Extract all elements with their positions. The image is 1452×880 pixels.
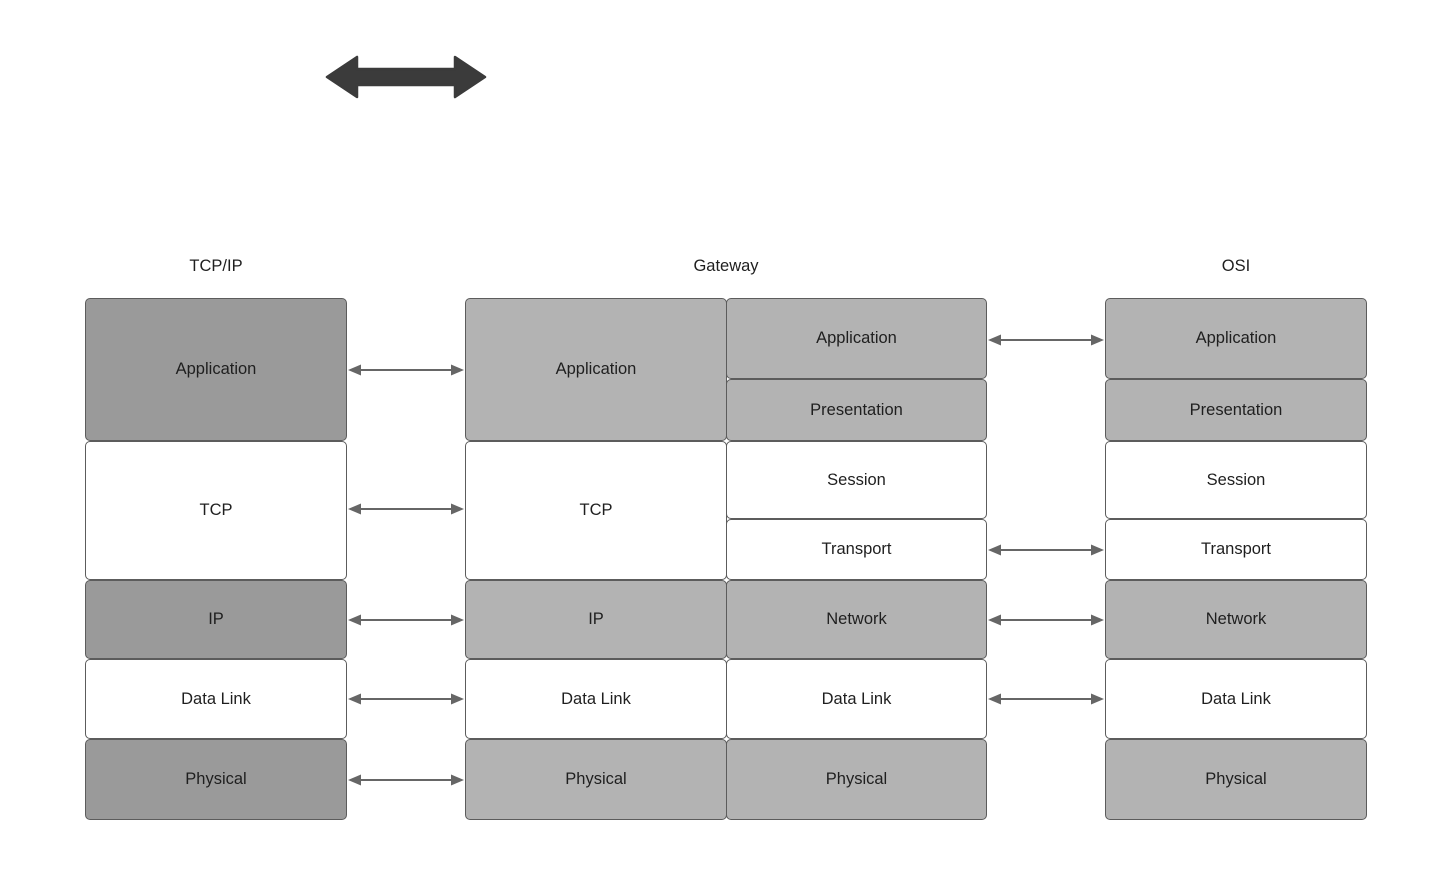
osi-layer-application[interactable]: Application [1105,298,1367,379]
gateway-right-layer-presentation[interactable]: Presentation [726,379,987,441]
osi-layer-physical[interactable]: Physical [1105,739,1367,820]
connector-gateway-osi-transport [987,541,1105,559]
column-header-osi: OSI [1221,257,1251,275]
gateway-left-layer-ip[interactable]: IP [465,580,727,659]
gateway-right-layer-physical[interactable]: Physical [726,739,987,820]
bidirectional-arrow-icon [325,54,487,100]
tcpip-layer-physical[interactable]: Physical [85,739,347,820]
connector-tcpip-gateway-physical [347,771,465,789]
tcpip-layer-tcp[interactable]: TCP [85,441,347,580]
column-header-gateway: Gateway [693,257,759,275]
connector-tcpip-gateway-ip [347,611,465,629]
tcpip-layer-application[interactable]: Application [85,298,347,441]
connector-gateway-osi-network [987,611,1105,629]
gateway-left-layer-tcp[interactable]: TCP [465,441,727,580]
tcpip-layer-ip[interactable]: IP [85,580,347,659]
gateway-left-layer-application[interactable]: Application [465,298,727,441]
gateway-right-layer-network[interactable]: Network [726,580,987,659]
gateway-right-layer-session[interactable]: Session [726,441,987,519]
connector-tcpip-gateway-data-link [347,690,465,708]
gateway-right-layer-data-link[interactable]: Data Link [726,659,987,739]
gateway-left-layer-physical[interactable]: Physical [465,739,727,820]
osi-layer-data-link[interactable]: Data Link [1105,659,1367,739]
gateway-left-layer-data-link[interactable]: Data Link [465,659,727,739]
tcpip-layer-data-link[interactable]: Data Link [85,659,347,739]
connector-tcpip-gateway-application [347,361,465,379]
connector-tcpip-gateway-tcp [347,500,465,518]
column-header-tcpip: TCP/IP [189,257,243,275]
osi-layer-session[interactable]: Session [1105,441,1367,519]
osi-layer-network[interactable]: Network [1105,580,1367,659]
connector-gateway-osi-application [987,331,1105,349]
connector-gateway-osi-data-link [987,690,1105,708]
osi-layer-transport[interactable]: Transport [1105,519,1367,580]
osi-layer-presentation[interactable]: Presentation [1105,379,1367,441]
gateway-right-layer-application[interactable]: Application [726,298,987,379]
gateway-right-layer-transport[interactable]: Transport [726,519,987,580]
